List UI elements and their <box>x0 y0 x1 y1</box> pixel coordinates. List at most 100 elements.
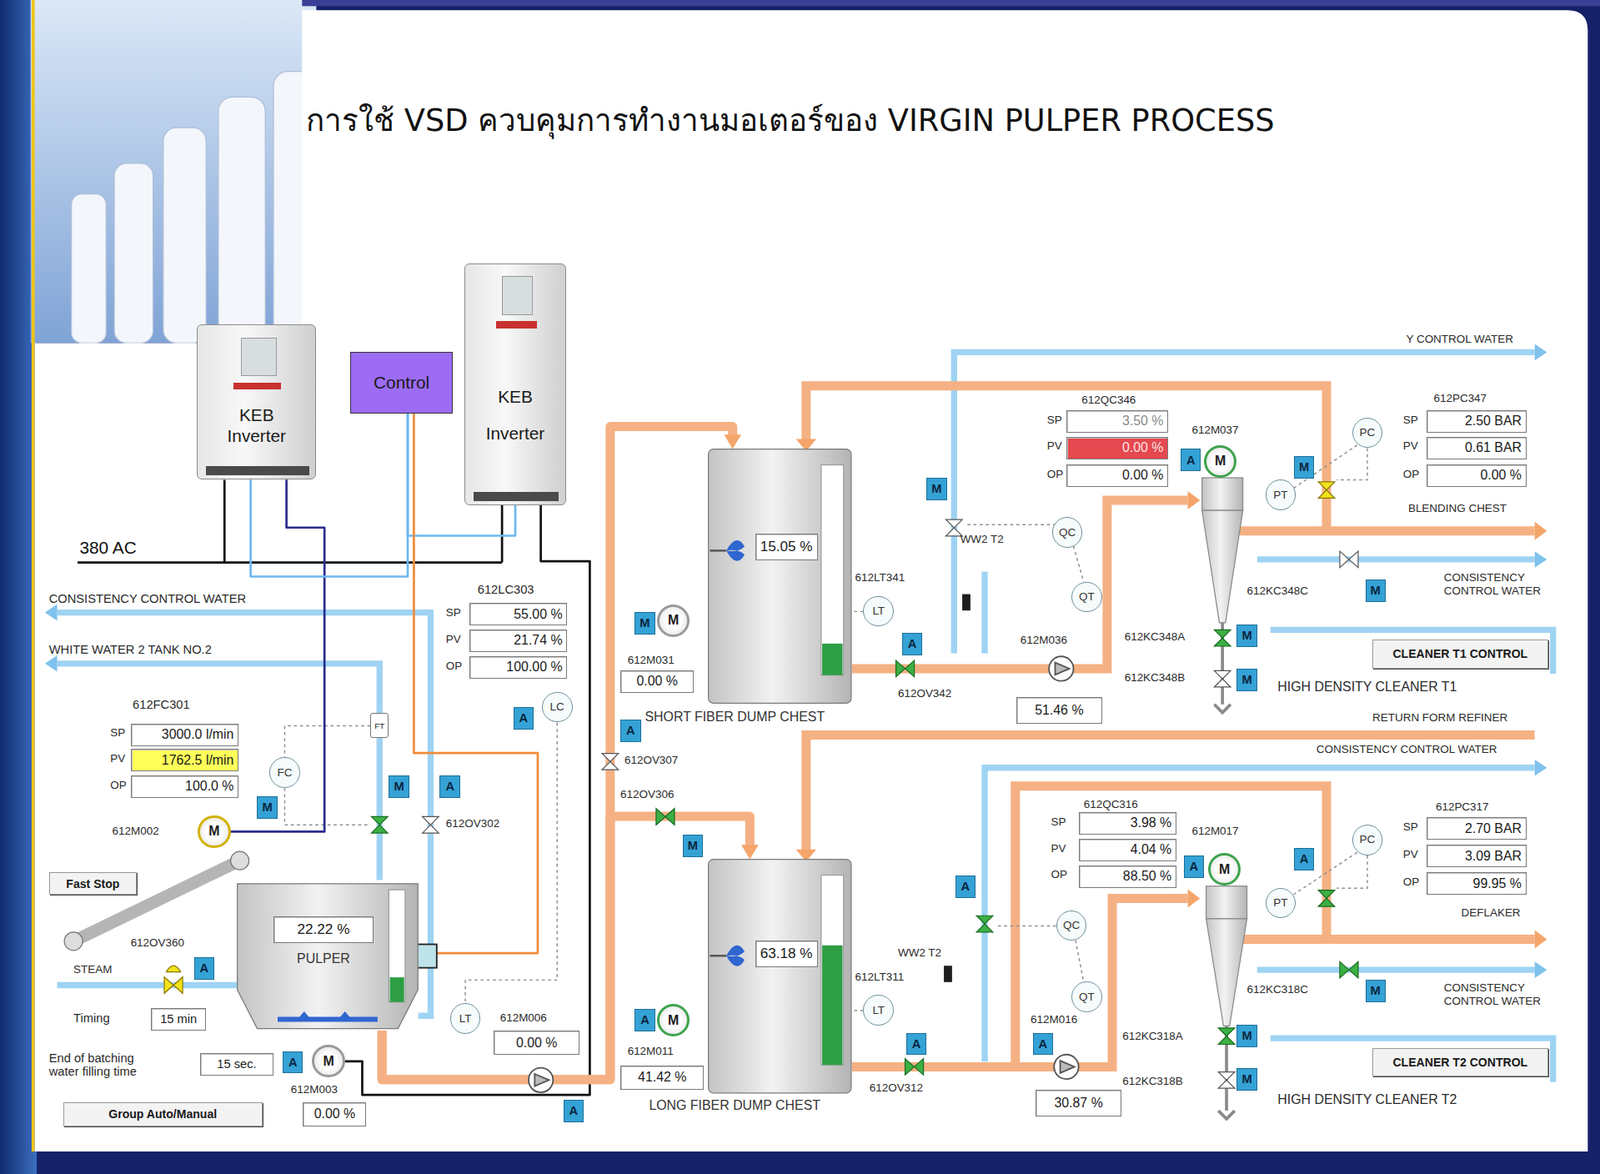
stock-arrow <box>1534 521 1548 541</box>
water-arrow <box>1534 551 1548 568</box>
tag-label: OP <box>110 778 126 792</box>
valve-symbol <box>165 965 181 972</box>
signal-line <box>465 722 557 1004</box>
signal-line <box>1336 855 1368 888</box>
signal-line <box>1073 546 1084 582</box>
conveyor <box>230 851 250 870</box>
node-text: 0.00 % <box>1479 467 1522 483</box>
water-pipe <box>1270 629 1554 674</box>
instrument-bubble: LT <box>862 994 894 1026</box>
tag-label: WHITE WATER 2 TANK NO.2 <box>49 642 212 658</box>
mode-tag: M <box>1236 624 1257 648</box>
motor-speed-readout: 51.46 % <box>1016 697 1103 724</box>
mode-tag: M <box>256 796 277 819</box>
water-pipe <box>1257 966 1535 973</box>
mode-tag: M <box>1294 456 1315 479</box>
node-text: 22.22 % <box>297 921 351 938</box>
valve-symbol <box>896 660 915 678</box>
mode-tag: M <box>926 477 947 501</box>
inverter-terminals <box>205 466 310 476</box>
node-text: M <box>208 823 220 839</box>
node-text: 2.70 BAR <box>1464 821 1522 837</box>
node-text: M <box>931 481 942 497</box>
cyclone-cleaner <box>1202 510 1244 623</box>
push-button: CLEANER T1 CONTROL <box>1372 639 1549 668</box>
cyclone-cleaner <box>1206 886 1248 919</box>
valve-symbol <box>1213 670 1231 688</box>
node-text: 0.00 % <box>1122 440 1164 456</box>
valve-symbol <box>422 816 440 833</box>
node-text: QT <box>1078 590 1095 603</box>
tag-label: 612KC348C <box>1247 584 1309 597</box>
tag-label: PV <box>1403 847 1419 861</box>
mode-tag: A <box>513 707 534 730</box>
chest-vessel <box>707 448 853 704</box>
tag-label: SP <box>446 606 462 619</box>
signal-line <box>284 726 371 758</box>
faceplate-value: 100.00 % <box>469 656 567 679</box>
inverter-display <box>501 275 533 316</box>
stock-arrow <box>796 438 1548 948</box>
white-water-valve <box>943 594 971 983</box>
water-pipe <box>1270 1038 1554 1083</box>
instrument-bubble: LT <box>450 1003 482 1034</box>
connector-line <box>381 426 733 1080</box>
tag-label: 612OV342 <box>897 687 952 700</box>
tag-label: 612KC318C <box>1247 983 1309 996</box>
mode-tag: M <box>1236 668 1257 692</box>
node-text: FT <box>374 721 385 731</box>
node-text: CLEANER T1 CONTROL <box>1392 647 1528 661</box>
tag-label: OP <box>446 659 462 673</box>
tag-label: HIGH DENSITY CLEANER T1 <box>1277 679 1457 695</box>
motor-speed-readout: 0.00 % <box>493 1030 580 1055</box>
node-text: M <box>1218 862 1230 878</box>
water-pipe <box>57 982 237 989</box>
tag-label: 612M002 <box>112 824 160 838</box>
node-text: 4.04 % <box>1130 842 1173 858</box>
stock-pipe <box>806 386 1327 532</box>
stock-arrow <box>1534 929 1548 948</box>
connector-line <box>230 479 326 832</box>
node-text: A <box>907 636 918 652</box>
motor-symbol: M <box>197 815 231 848</box>
valve-symbol <box>1339 551 1359 568</box>
mode-tag: A <box>906 1033 927 1056</box>
silo-photo <box>114 163 154 343</box>
water-pipe <box>57 663 381 881</box>
tag-label: HIGH DENSITY CLEANER T2 <box>1277 1092 1457 1108</box>
node-text: QT <box>1078 990 1095 1004</box>
node-text: A <box>626 723 636 738</box>
faceplate-value: 21.74 % <box>469 629 567 653</box>
node-text: 15.05 % <box>760 538 813 556</box>
node-text: M <box>1241 628 1252 643</box>
signal-line <box>852 1009 863 1011</box>
push-button: CLEANER T2 CONTROL <box>1372 1048 1549 1077</box>
valve-symbol <box>1318 481 1335 499</box>
power-bus <box>77 479 502 562</box>
valve-symbol <box>656 808 675 826</box>
node-text: 0.00 % <box>636 673 678 689</box>
tag-label: 612KC348A <box>1124 630 1186 643</box>
node-text: A <box>1186 453 1196 468</box>
node-text: 21.74 % <box>513 632 562 648</box>
motor-speed-readout: 0.00 % <box>302 1102 367 1127</box>
node-text: 1762.5 l/min <box>161 752 235 768</box>
signal-line <box>964 524 1057 526</box>
conveyor <box>64 932 83 951</box>
pulper-vessel <box>388 889 406 1003</box>
tag-label: 612M006 <box>500 1011 547 1024</box>
node-text: LT <box>872 604 885 617</box>
water-arrow <box>1534 961 1548 979</box>
tag-label: SP <box>1051 815 1067 828</box>
pulper-vessel <box>237 883 419 1029</box>
water-pipe <box>981 571 988 654</box>
chest-vessel <box>708 859 852 1094</box>
cyclone-cleaner <box>1202 477 1244 511</box>
signal-line <box>1075 940 1084 983</box>
faceplate-value: 1762.5 l/min <box>130 748 240 772</box>
node-text: M <box>322 1053 334 1069</box>
chest-vessel <box>707 858 853 1094</box>
motor-speed-readout: 41.42 % <box>620 1065 704 1090</box>
slide-card <box>31 0 36 1152</box>
